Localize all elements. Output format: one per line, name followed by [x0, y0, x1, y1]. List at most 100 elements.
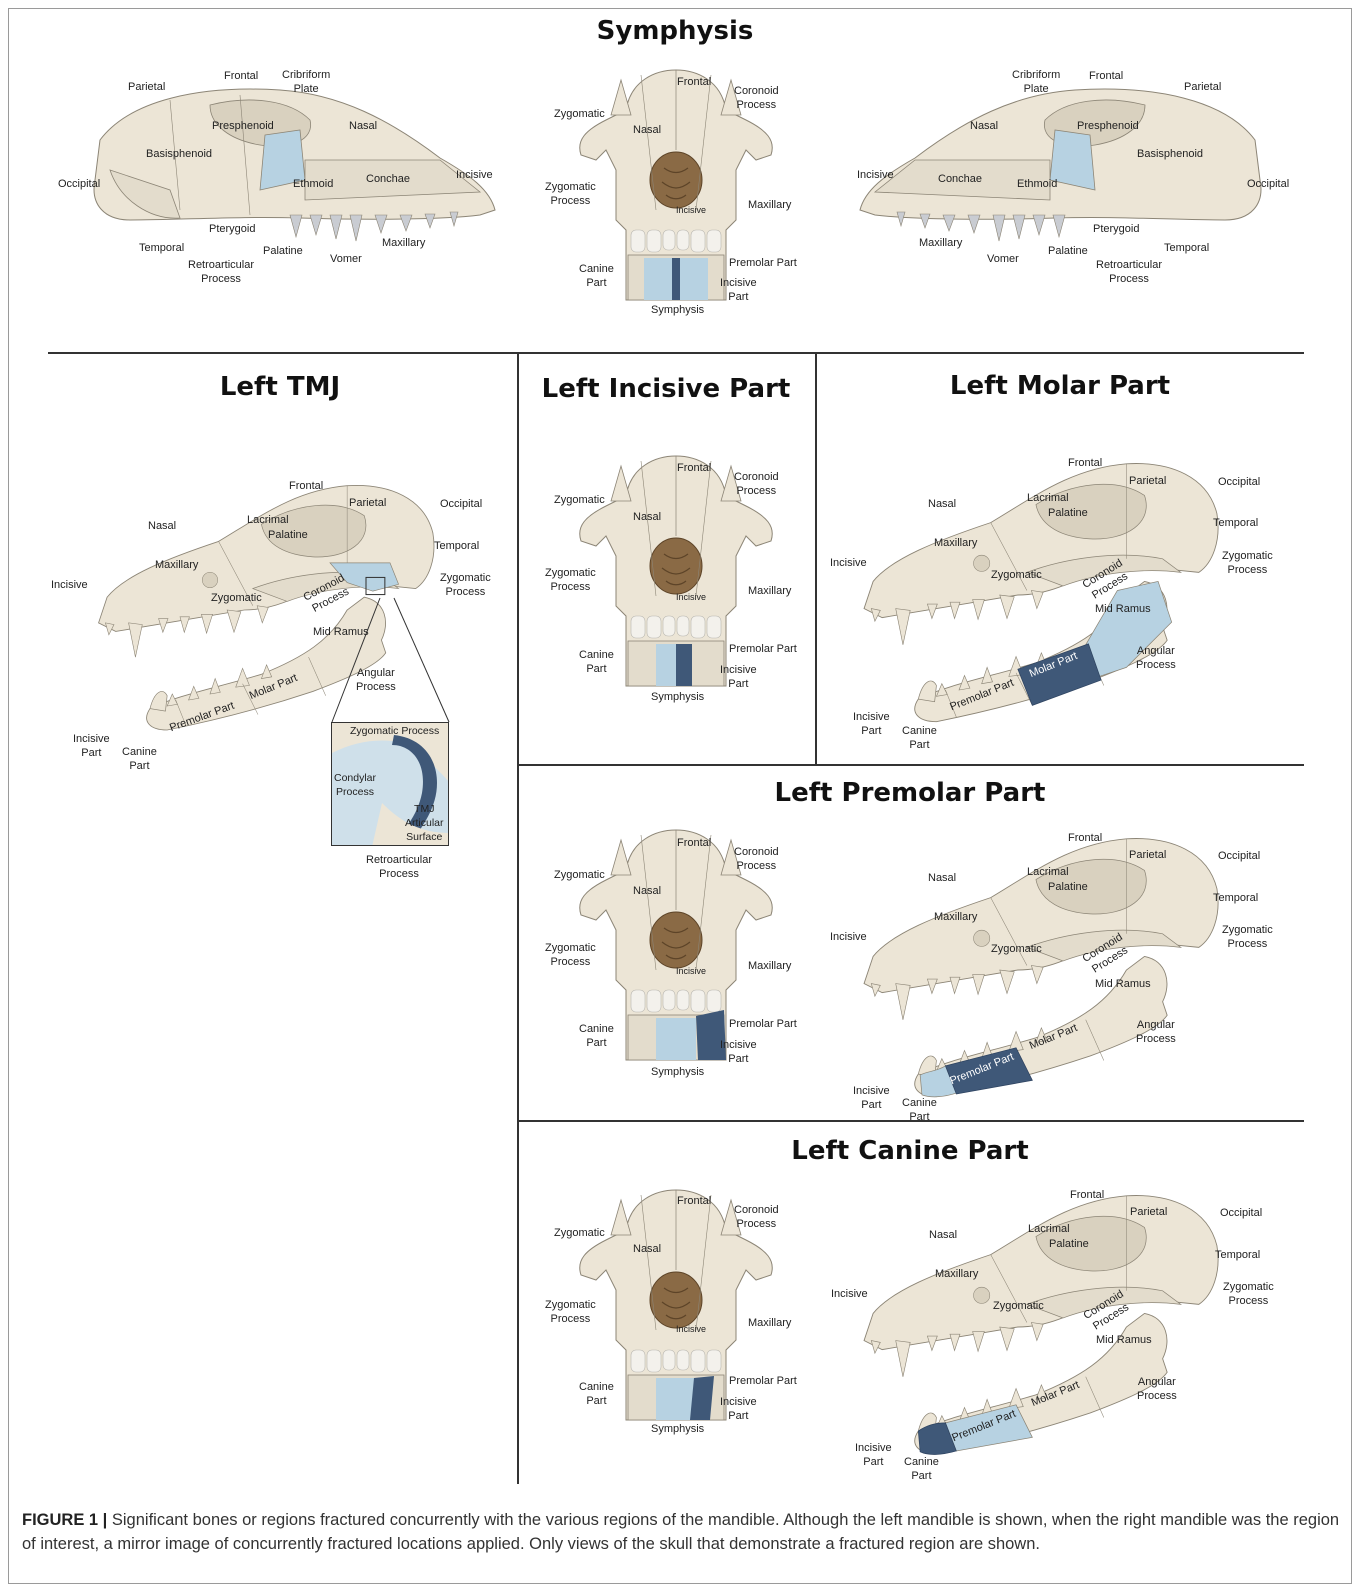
label-zygomatic-process: Zygomatic Process [1222, 923, 1273, 951]
label-lacrimal: Lacrimal [1027, 865, 1069, 879]
label-incisive: Incisive [676, 590, 706, 604]
label-zygomatic: Zygomatic [554, 868, 605, 882]
label-maxillary: Maxillary [382, 236, 425, 250]
label-occipital: Occipital [1220, 1206, 1262, 1220]
label-inset-retroarticular-process: Retroarticular Process [366, 853, 432, 881]
label-parietal: Parietal [1130, 1205, 1167, 1219]
label-parietal: Parietal [1129, 474, 1166, 488]
label-zygomatic: Zygomatic [993, 1299, 1044, 1313]
label-zygomatic: Zygomatic [991, 568, 1042, 582]
label-angular-process: Angular Process [1137, 1375, 1177, 1403]
label-nasal: Nasal [633, 1242, 661, 1256]
label-frontal: Frontal [677, 461, 711, 475]
label-maxillary: Maxillary [748, 584, 791, 598]
label-canine-part: Canine Part [904, 1455, 939, 1483]
label-ethmoid: Ethmoid [293, 177, 333, 191]
label-maxillary: Maxillary [748, 1316, 791, 1330]
label-premolar-part: Premolar Part [729, 1374, 797, 1388]
label-incisive-part: Incisive Part [853, 1084, 890, 1112]
label-retroarticular-process: Retroarticular Process [1096, 258, 1162, 286]
label-nasal: Nasal [929, 1228, 957, 1242]
title-left-canine-part: Left Canine Part [770, 1136, 1050, 1166]
label-incisive: Incisive [830, 556, 867, 570]
label-temporal: Temporal [1213, 891, 1258, 905]
label-parietal: Parietal [1129, 848, 1166, 862]
label-zygomatic: Zygomatic [991, 942, 1042, 956]
label-coronoid-process: Coronoid Process [734, 1203, 779, 1231]
label-vomer: Vomer [330, 252, 362, 266]
label-zygomatic-process: Zygomatic Process [1222, 549, 1273, 577]
label-conchae: Conchae [366, 172, 410, 186]
label-incisive-part: Incisive Part [720, 663, 757, 691]
label-canine-part: Canine Part [902, 724, 937, 752]
figure-caption-text: Significant bones or regions fractured c… [22, 1511, 1339, 1553]
label-canine-part: Canine Part [122, 745, 157, 773]
label-incisive-part: Incisive Part [720, 1038, 757, 1066]
label-maxillary: Maxillary [155, 558, 198, 572]
label-palatine: Palatine [268, 528, 308, 542]
label-incisive: Incisive [676, 1322, 706, 1336]
label-occipital: Occipital [58, 177, 100, 191]
label-pterygoid: Pterygoid [209, 222, 255, 236]
label-zygomatic-process: Zygomatic Process [545, 566, 596, 594]
label-lacrimal: Lacrimal [247, 513, 289, 527]
label-temporal: Temporal [139, 241, 184, 255]
label-frontal: Frontal [677, 836, 711, 850]
label-frontal: Frontal [289, 479, 323, 493]
label-incisive: Incisive [857, 168, 894, 182]
label-occipital: Occipital [440, 497, 482, 511]
label-incisive-part: Incisive Part [855, 1441, 892, 1469]
label-zygomatic: Zygomatic [554, 1226, 605, 1240]
label-coronoid-process: Coronoid Process [734, 845, 779, 873]
label-nasal: Nasal [148, 519, 176, 533]
label-temporal: Temporal [1164, 241, 1209, 255]
label-incisive: Incisive [830, 930, 867, 944]
label-symphysis: Symphysis [651, 690, 704, 704]
label-incisive: Incisive [456, 168, 493, 182]
label-incisive: Incisive [51, 578, 88, 592]
label-inset-tmj-articular-surface: TMJ Articular Surface [405, 802, 444, 844]
label-lacrimal: Lacrimal [1028, 1222, 1070, 1236]
label-presphenoid: Presphenoid [212, 119, 274, 133]
label-frontal: Frontal [677, 75, 711, 89]
label-parietal: Parietal [349, 496, 386, 510]
label-parietal: Parietal [1184, 80, 1221, 94]
label-inset-condylar-process: Condylar Process [334, 771, 376, 799]
label-canine-part: Canine Part [579, 1022, 614, 1050]
label-angular-process: Angular Process [356, 666, 396, 694]
label-occipital: Occipital [1218, 475, 1260, 489]
label-basisphenoid: Basisphenoid [1137, 147, 1203, 161]
label-frontal: Frontal [1089, 69, 1123, 83]
label-frontal: Frontal [1068, 456, 1102, 470]
label-symphysis: Symphysis [651, 303, 704, 317]
label-premolar-part: Premolar Part [729, 256, 797, 270]
figure-caption: FIGURE 1 | Significant bones or regions … [22, 1508, 1340, 1556]
label-canine-part: Canine Part [579, 648, 614, 676]
label-angular-process: Angular Process [1136, 1018, 1176, 1046]
label-palatine: Palatine [1048, 506, 1088, 520]
label-inset-zygomatic-process: Zygomatic Process [350, 724, 439, 738]
label-lacrimal: Lacrimal [1027, 491, 1069, 505]
label-presphenoid: Presphenoid [1077, 119, 1139, 133]
label-maxillary: Maxillary [935, 1267, 978, 1281]
label-maxillary: Maxillary [748, 959, 791, 973]
label-ethmoid: Ethmoid [1017, 177, 1057, 191]
label-palatine: Palatine [263, 244, 303, 258]
label-canine-part: Canine Part [579, 1380, 614, 1408]
label-incisive-part: Incisive Part [853, 710, 890, 738]
label-mid-ramus: Mid Ramus [1096, 1333, 1152, 1347]
label-nasal: Nasal [633, 884, 661, 898]
label-symphysis: Symphysis [651, 1065, 704, 1079]
label-zygomatic: Zygomatic [554, 107, 605, 121]
label-zygomatic-process: Zygomatic Process [545, 180, 596, 208]
label-nasal: Nasal [633, 123, 661, 137]
label-frontal: Frontal [1068, 831, 1102, 845]
label-coronoid-process: Coronoid Process [734, 470, 779, 498]
label-premolar-part: Premolar Part [729, 1017, 797, 1031]
label-zygomatic-process: Zygomatic Process [545, 1298, 596, 1326]
label-temporal: Temporal [1215, 1248, 1260, 1262]
label-premolar-part: Premolar Part [729, 642, 797, 656]
molar-lateral-skull-illustration [855, 440, 1235, 750]
label-nasal: Nasal [928, 871, 956, 885]
label-nasal: Nasal [633, 510, 661, 524]
